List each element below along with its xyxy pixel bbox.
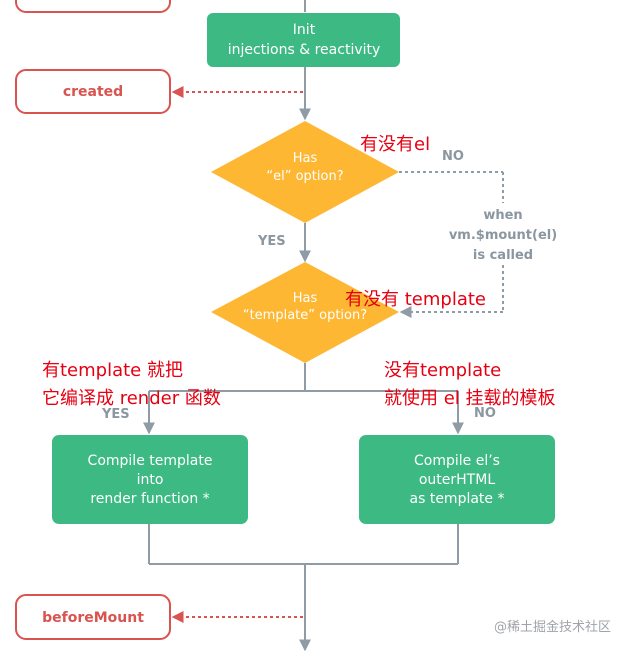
template-no-label: NO xyxy=(474,406,496,421)
init-box xyxy=(207,13,400,67)
template-option-diamond xyxy=(211,262,399,363)
mount-call-line3: is called xyxy=(473,248,533,263)
compile-template-line2: into xyxy=(137,472,164,488)
el-yes-label: YES xyxy=(257,234,286,249)
created-hook-label: created xyxy=(63,84,123,100)
annotation-without-template-1: 没有template xyxy=(384,360,501,381)
annotation-with-template-1: 有template 就把 xyxy=(42,360,183,381)
compile-el-box xyxy=(359,435,555,524)
before-mount-hook-box xyxy=(15,594,171,640)
annotation-has-template: 有没有 template xyxy=(345,289,486,310)
template-diamond-line1: Has xyxy=(293,291,318,306)
compile-template-line3: render function * xyxy=(90,491,209,507)
annotation-without-template-2: 就使用 el 挂载的模板 xyxy=(384,388,556,409)
compile-template-line1: Compile template xyxy=(88,453,213,469)
mount-call-line1: when xyxy=(483,208,522,223)
compile-el-line2: outerHTML xyxy=(419,472,495,488)
el-no-label: NO xyxy=(442,149,464,164)
compile-template-box xyxy=(52,435,248,524)
compile-el-line1: Compile el’s xyxy=(414,453,500,469)
init-box-line1: Init xyxy=(293,22,316,38)
mount-call-line2: vm.$mount(el) xyxy=(449,228,557,243)
el-diamond-line1: Has xyxy=(293,151,318,166)
el-option-diamond xyxy=(211,121,399,223)
before-mount-hook-label: beforeMount xyxy=(42,610,144,626)
annotation-has-el: 有没有el xyxy=(360,134,430,155)
el-diamond-line2: “el” option? xyxy=(266,169,343,184)
template-diamond-line2: “template” option? xyxy=(243,308,367,323)
compile-el-line3: as template * xyxy=(410,491,505,507)
init-box-line2: injections & reactivity xyxy=(228,42,381,58)
previous-hook-box xyxy=(15,0,171,13)
annotation-with-template-2: 它编译成 render 函数 xyxy=(42,388,221,409)
watermark: @稀土掘金技术社区 xyxy=(494,619,611,635)
template-yes-label: YES xyxy=(101,407,130,422)
created-hook-box xyxy=(15,69,171,114)
